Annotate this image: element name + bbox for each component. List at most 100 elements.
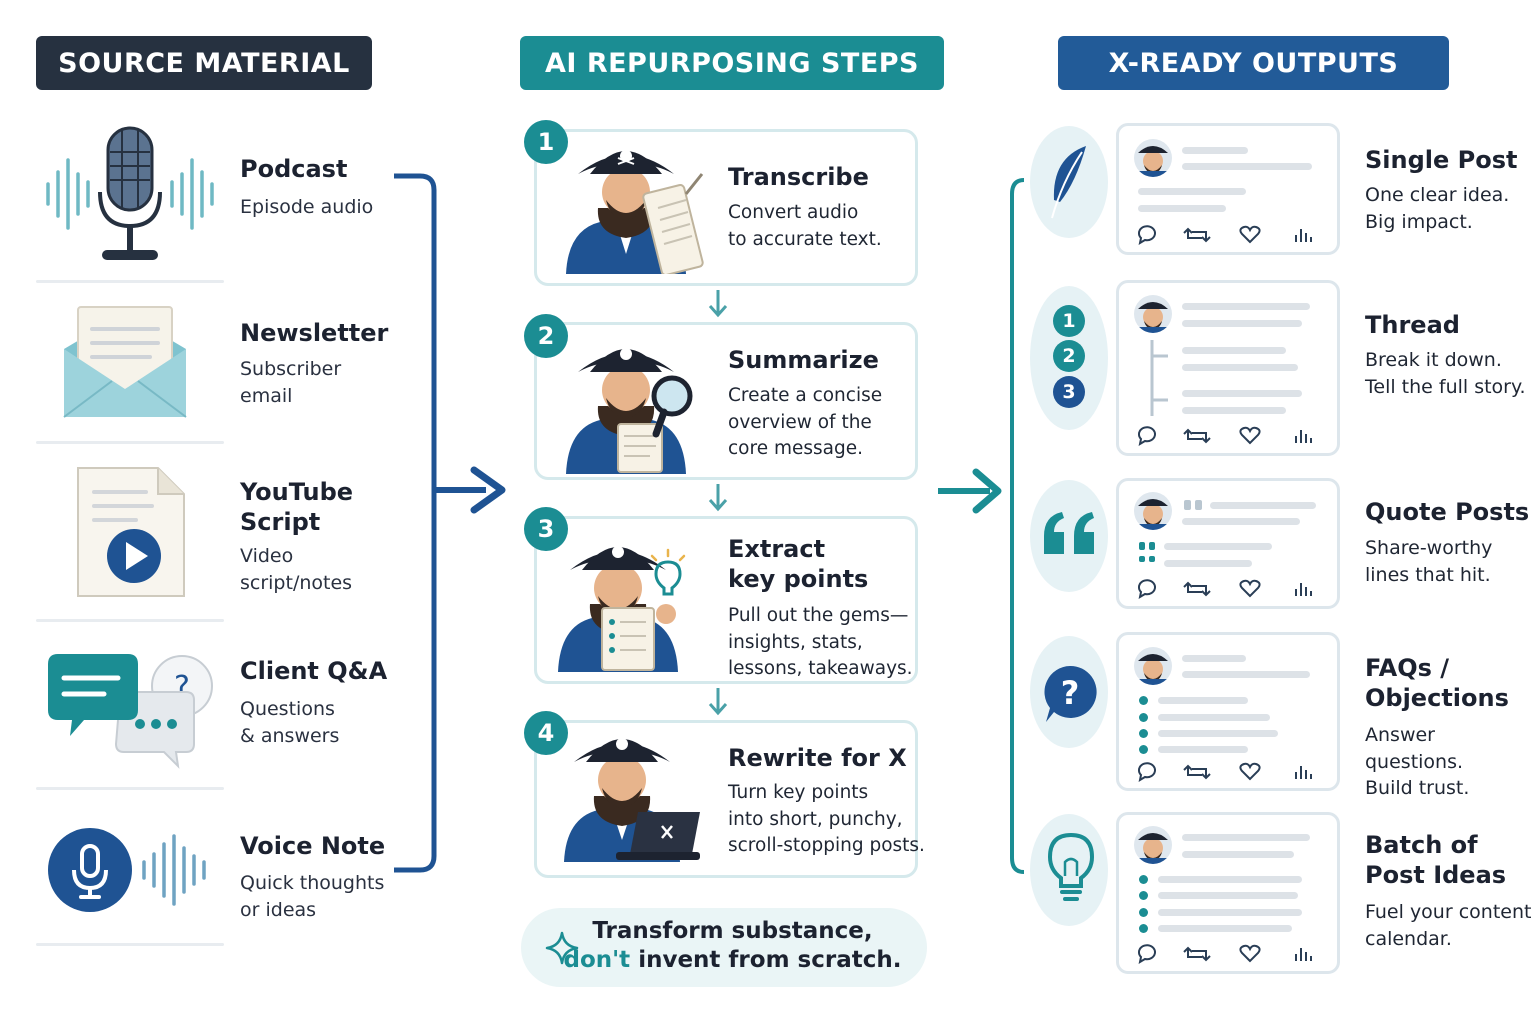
text-placeholder [1182, 347, 1286, 354]
avatar [1134, 647, 1172, 685]
repost-icon [1183, 227, 1211, 243]
bullet-dot [1139, 729, 1148, 738]
source-newsletter-title: Newsletter [240, 319, 389, 347]
text-placeholder [1182, 147, 1248, 154]
chat-bubbles-icon: ? [48, 654, 213, 769]
text-placeholder [1182, 518, 1300, 525]
bullet-dot [1139, 891, 1148, 900]
text-placeholder [1158, 925, 1292, 932]
stats-icon [1295, 766, 1312, 779]
sparkle-icon [545, 931, 579, 965]
output-title: Thread [1365, 311, 1460, 339]
like-icon [1239, 579, 1261, 598]
output-title: Single Post [1365, 146, 1518, 174]
text-placeholder [1158, 909, 1302, 916]
text-placeholder [1138, 205, 1226, 212]
tagline-pill [521, 908, 927, 987]
source-bracket-arrow [394, 173, 506, 873]
step-number-badge: 3 [524, 507, 568, 551]
output-title: FAQs / Objections [1365, 654, 1509, 712]
text-placeholder [1158, 714, 1270, 721]
text-placeholder [1158, 876, 1302, 883]
text-placeholder [1182, 655, 1246, 662]
text-placeholder [1158, 892, 1298, 899]
down-arrow-icon [708, 484, 728, 512]
outputs-bracket [1010, 178, 1025, 874]
source-divider [36, 441, 224, 444]
text-placeholder [1182, 163, 1312, 170]
steps-to-outputs-arrow [938, 468, 1002, 514]
thread-number-3: 3 [1053, 376, 1085, 408]
reply-icon [1138, 426, 1156, 447]
output-description: Share-worthy lines that hit. [1365, 537, 1493, 586]
text-placeholder [1138, 188, 1246, 195]
repost-icon [1183, 946, 1211, 962]
thread-number-1: 1 [1053, 305, 1085, 337]
text-placeholder [1182, 834, 1310, 841]
pirate-scroll-icon [566, 150, 704, 274]
source-divider [36, 943, 224, 946]
source-divider [36, 280, 224, 283]
step-description: Turn key points into short, punchy, scro… [728, 782, 925, 856]
source-divider [36, 619, 224, 622]
post-actions-row [1138, 579, 1312, 600]
quote-icon [1044, 512, 1094, 554]
text-placeholder [1158, 730, 1278, 737]
text-placeholder [1164, 543, 1272, 550]
source-client-qa-subtitle: Questions & answers [240, 698, 340, 747]
post-actions-row [1138, 426, 1312, 447]
tagline-line-1: Transform substance, [592, 918, 873, 944]
envelope-icon [63, 306, 187, 418]
avatar [1134, 139, 1172, 177]
pirate-laptop-icon [564, 738, 700, 862]
like-icon [1239, 426, 1261, 445]
avatar [1134, 295, 1172, 333]
thread-connector [1150, 340, 1168, 416]
output-title: Batch of Post Ideas [1365, 831, 1507, 889]
source-voice-note-subtitle: Quick thoughts or ideas [240, 872, 385, 921]
bullet-dot [1139, 908, 1148, 917]
output-description: Fuel your content calendar. [1365, 901, 1532, 950]
reply-icon [1138, 762, 1156, 783]
mini-quote-icon [1139, 542, 1155, 562]
reply-icon [1138, 579, 1156, 600]
output-title: Quote Posts [1365, 498, 1530, 526]
like-icon [1239, 944, 1261, 963]
source-divider [36, 787, 224, 790]
source-podcast-title: Podcast [240, 155, 348, 183]
source-material-header: SOURCE MATERIAL [36, 36, 372, 90]
avatar [1134, 492, 1172, 530]
step-title: Extract key points [728, 535, 869, 593]
text-placeholder [1182, 407, 1286, 414]
step-number-badge: 4 [524, 711, 568, 755]
stats-icon [1295, 948, 1312, 961]
down-arrow-icon [708, 688, 728, 716]
source-voice-note-title: Voice Note [240, 832, 386, 860]
bullet-dot [1139, 696, 1148, 705]
like-icon [1239, 762, 1261, 781]
repost-icon [1183, 428, 1211, 444]
bullet-dot [1139, 713, 1148, 722]
down-arrow-icon [708, 290, 728, 318]
text-placeholder [1158, 697, 1248, 704]
thread-number-2: 2 [1053, 340, 1085, 372]
source-client-qa-title: Client Q&A [240, 657, 388, 685]
text-placeholder [1164, 560, 1252, 567]
text-placeholder [1182, 390, 1302, 397]
post-actions-row [1138, 762, 1312, 783]
question-icon: ? [1044, 665, 1097, 722]
bullet-dot [1139, 924, 1148, 933]
output-description: Answer questions. Build trust. [1365, 724, 1470, 799]
post-actions-row [1138, 944, 1312, 965]
video-document-icon [77, 467, 185, 597]
outputs-header: X-READY OUTPUTS [1058, 36, 1449, 90]
post-actions-row [1138, 225, 1312, 246]
text-placeholder [1182, 303, 1310, 310]
tagline-line-2: don't invent from scratch. [560, 947, 905, 973]
tagline-rest: invent from scratch. [630, 947, 902, 973]
reply-icon [1138, 225, 1156, 246]
output-description: Break it down. Tell the full story. [1365, 349, 1526, 398]
step-title: Transcribe [728, 163, 869, 191]
repurposing-steps-header: AI REPURPOSING STEPS [520, 36, 944, 90]
like-icon [1239, 225, 1261, 244]
